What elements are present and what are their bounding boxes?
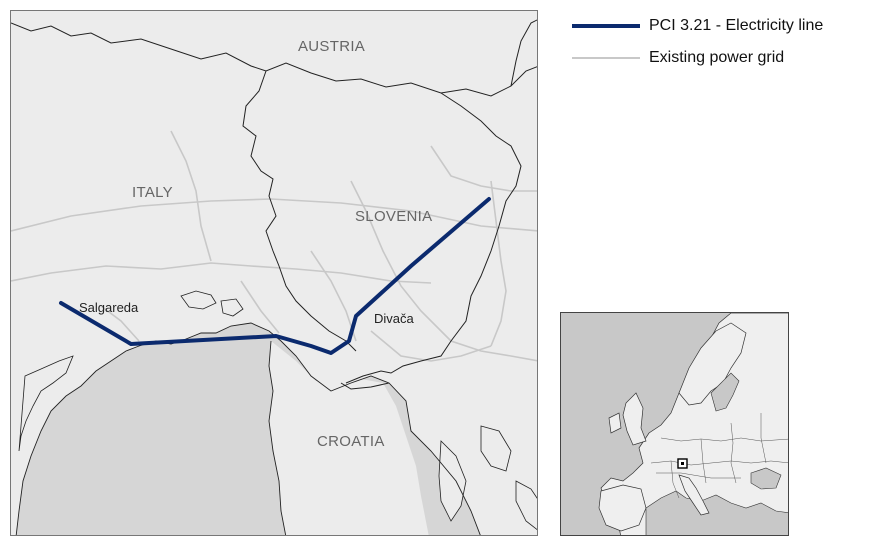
land-area <box>11 11 537 535</box>
main-map-canvas: AUSTRIA ITALY SLOVENIA CROATIA Salgareda… <box>11 11 537 535</box>
label-croatia: CROATIA <box>317 433 385 450</box>
label-divaca: Divača <box>374 311 415 326</box>
coast-detail <box>18 355 74 452</box>
legend: PCI 3.21 - Electricity line Existing pow… <box>572 14 823 78</box>
lagoon-detail <box>180 290 217 310</box>
inset-borders <box>650 413 788 499</box>
inset-iberia <box>598 484 647 532</box>
pci-line-swatch <box>572 24 640 28</box>
island-krk <box>480 425 512 472</box>
istria-coast <box>268 340 287 535</box>
legend-item-pci: PCI 3.21 - Electricity line <box>572 14 823 38</box>
inset-europe-map <box>560 312 789 536</box>
legend-label-grid: Existing power grid <box>649 49 785 66</box>
inset-location-dot <box>681 462 684 465</box>
island-cres <box>438 440 467 522</box>
inset-europe-land <box>600 313 788 535</box>
existing-grid <box>11 130 537 362</box>
main-map: AUSTRIA ITALY SLOVENIA CROATIA Salgareda… <box>10 10 538 536</box>
grid-line-swatch <box>572 57 640 59</box>
legend-item-grid: Existing power grid <box>572 46 823 70</box>
inset-ireland <box>608 412 622 434</box>
inset-black-sea <box>750 467 782 490</box>
label-austria: AUSTRIA <box>298 38 365 55</box>
coastline <box>15 322 481 535</box>
inset-britain <box>622 392 647 446</box>
inset-italy <box>678 474 710 516</box>
label-salgareda: Salgareda <box>79 300 139 315</box>
label-italy: ITALY <box>132 184 173 201</box>
inset-mediterranean <box>645 490 788 535</box>
inset-baltic <box>710 372 740 412</box>
inset-map-canvas <box>598 313 788 535</box>
legend-label-pci: PCI 3.21 - Electricity line <box>649 17 824 34</box>
label-slovenia: SLOVENIA <box>355 208 432 225</box>
country-borders <box>11 19 537 390</box>
istria-land <box>269 341 429 535</box>
inset-scandinavia <box>678 322 747 406</box>
island-small <box>515 480 537 530</box>
lagoon-detail-2 <box>220 298 244 317</box>
pci-electricity-line <box>59 197 491 355</box>
